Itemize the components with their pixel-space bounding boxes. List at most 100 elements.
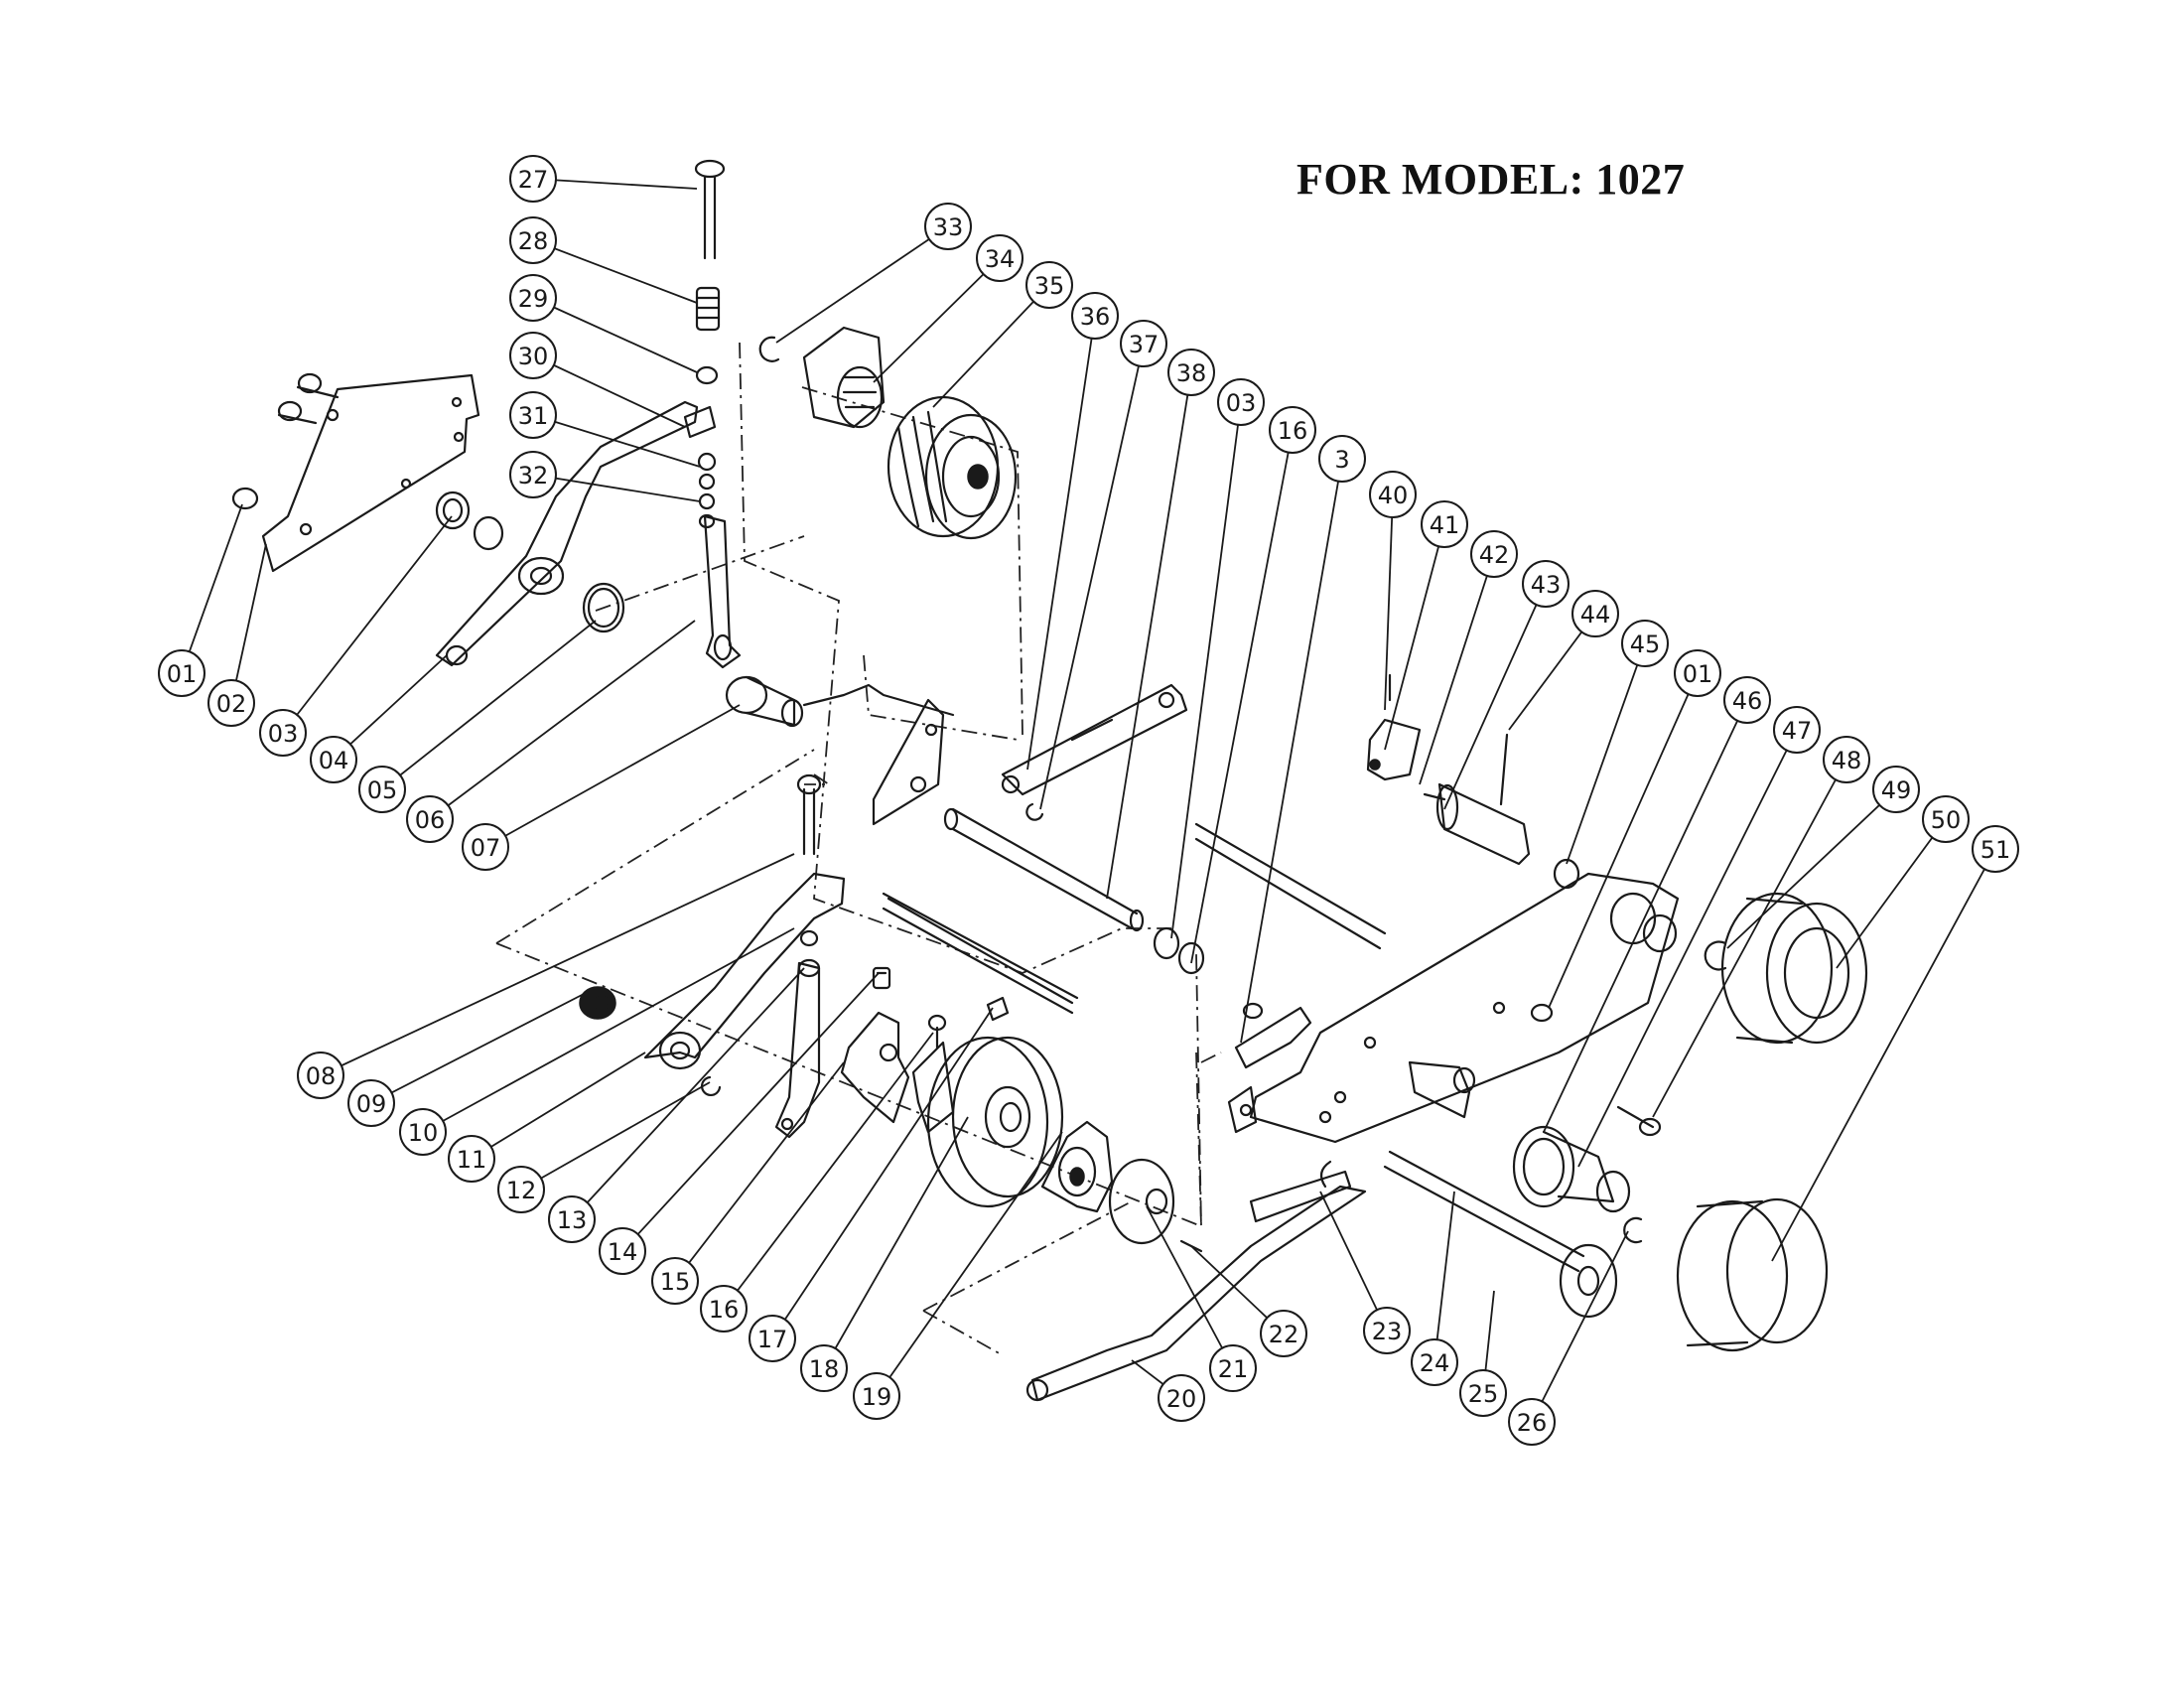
callout-label: 47 [1782, 717, 1813, 745]
callout-31: 31 [509, 391, 557, 439]
callout-23: 23 [1363, 1307, 1411, 1354]
leader-line-15 [674, 1061, 845, 1282]
nut-part-46 [1530, 1003, 1554, 1023]
callout-circle [1571, 590, 1619, 637]
screw-part-08-top [796, 773, 822, 856]
callout-15: 15 [651, 1257, 699, 1305]
callout-37: 37 [1120, 320, 1167, 367]
callout-07: 07 [462, 823, 509, 871]
callout-circle [1674, 649, 1721, 697]
callout-01: 01 [1674, 649, 1721, 697]
callout-label: 16 [1278, 417, 1308, 445]
leader-lines [181, 178, 1996, 1423]
nut-part-01 [231, 372, 340, 510]
leader-line-01 [1548, 672, 1699, 1009]
callout-43: 43 [1522, 560, 1570, 608]
leader-line-23 [1319, 1191, 1388, 1332]
leader-line-33 [775, 225, 949, 344]
callout-label: 3 [1334, 446, 1349, 474]
callout-08: 08 [297, 1052, 344, 1099]
disc-part-21 [1108, 1158, 1175, 1245]
leader-line-04 [333, 654, 448, 761]
callout-48: 48 [1823, 736, 1870, 783]
gear-part-47 [1512, 1125, 1631, 1213]
callout-label: 02 [216, 690, 247, 718]
model-title: FOR MODEL: 1027 [1297, 155, 1686, 204]
callout-circle [448, 1135, 495, 1183]
callout-3: 3 [1318, 435, 1366, 483]
screw-part-49 [1616, 1105, 1662, 1137]
callout-label: 07 [471, 834, 501, 862]
callout-17: 17 [749, 1315, 796, 1362]
callout-18: 18 [800, 1344, 848, 1392]
leader-line-31 [532, 414, 701, 468]
screw-part-16 [927, 1014, 947, 1050]
leader-line-21 [1146, 1205, 1234, 1369]
bracket-part-39 [1234, 1002, 1312, 1069]
callout-circle [548, 1195, 596, 1243]
callout-label: 41 [1430, 511, 1460, 539]
callout-circle [1972, 825, 2019, 873]
eclip-part-26 [1623, 1216, 1643, 1244]
callout-circle [1773, 706, 1821, 754]
leader-line-42 [1419, 553, 1495, 785]
callout-30: 30 [509, 332, 557, 379]
callout-label: 13 [557, 1206, 588, 1234]
callout-circle [1459, 1369, 1507, 1417]
leader-line-38 [1106, 371, 1192, 900]
gear-part-25 [1559, 1243, 1618, 1319]
callout-label: 40 [1378, 482, 1409, 509]
callout-circle [462, 823, 509, 871]
callout-22: 22 [1260, 1310, 1307, 1357]
callout-32: 32 [509, 451, 557, 498]
leader-line-13 [571, 967, 805, 1220]
callout-14: 14 [599, 1227, 646, 1275]
leader-line-16 [1190, 429, 1294, 964]
callout-label: 22 [1269, 1321, 1299, 1348]
callout-25: 25 [1459, 1369, 1507, 1417]
part-drawings [231, 159, 1868, 1402]
gear-bushing-part-34 [802, 326, 886, 429]
callout-circle [651, 1257, 699, 1305]
leader-line-02 [230, 543, 267, 704]
leader-line-43 [1443, 583, 1547, 810]
leader-line-05 [381, 620, 597, 790]
callout-circle [1369, 471, 1417, 518]
callout-circle [924, 203, 972, 250]
callout-label: 29 [518, 285, 549, 313]
callout-04: 04 [310, 736, 357, 783]
callout-circle [1872, 766, 1920, 813]
leader-line-36 [1026, 315, 1096, 771]
callout-11: 11 [448, 1135, 495, 1183]
gear-disc-part-18 [911, 1036, 1064, 1208]
bar-part-36 [1001, 683, 1188, 796]
small-parts-30-32 [683, 405, 717, 529]
callout-label: 45 [1630, 631, 1661, 658]
callout-10: 10 [399, 1108, 447, 1156]
callout-label: 18 [809, 1355, 840, 1383]
callout-circle [800, 1344, 848, 1392]
callout-45: 45 [1621, 620, 1669, 667]
eclip-part-48 [1704, 940, 1727, 971]
callout-circle [1025, 261, 1073, 309]
callout-label: 51 [1980, 836, 2011, 864]
callout-label: 12 [506, 1177, 537, 1204]
callout-circle [1363, 1307, 1411, 1354]
callout-47: 47 [1773, 706, 1821, 754]
callout-label: 14 [608, 1238, 638, 1266]
callout-label: 26 [1517, 1409, 1548, 1437]
callout-label: 46 [1732, 687, 1763, 715]
leader-line-30 [532, 354, 686, 428]
washer-part-03 [435, 491, 504, 551]
callout-circle [297, 1052, 344, 1099]
setscrew-part-14 [872, 966, 891, 990]
screw-part-27 [694, 159, 726, 260]
leader-line-50 [1836, 818, 1947, 969]
callout-label: 11 [457, 1146, 487, 1174]
callout-label: 03 [1226, 389, 1257, 417]
callout-circle [1209, 1344, 1257, 1392]
callout-label: 01 [1683, 660, 1713, 688]
callout-circle [1217, 378, 1265, 426]
callout-20: 20 [1158, 1374, 1205, 1422]
